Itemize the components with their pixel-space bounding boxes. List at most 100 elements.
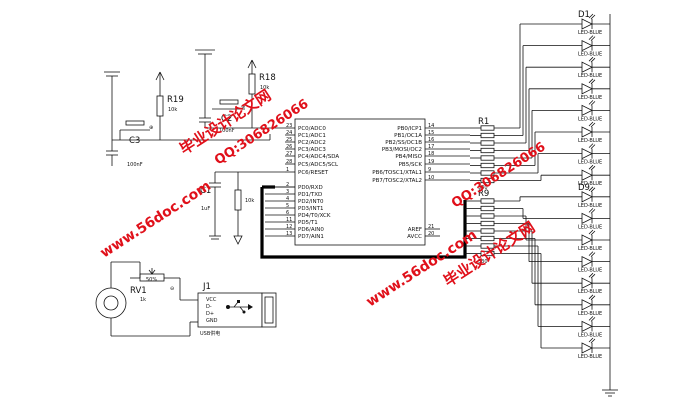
pushbutton-1: ⊕ [119, 120, 153, 140]
mcu-left-pin-num: 26 [286, 144, 292, 150]
mcu-left-pin-name: PD3/INT1 [298, 206, 324, 212]
mcu-right-pin-num: 21 [428, 224, 434, 230]
led-type-label: LED-BLUE [578, 289, 602, 295]
r1-value: 330 [478, 185, 488, 191]
mcu-left-pin-name: PD6/AIN0 [298, 227, 324, 233]
mcu-left-pin-name: PD7/AIN1 [298, 234, 324, 240]
led-triangle [581, 147, 593, 160]
led: LED-BLUE [494, 121, 610, 166]
usb-icon [226, 300, 253, 314]
led: LED-BLUE [494, 100, 610, 159]
mcu-right-pin-name: AVCC [407, 234, 422, 240]
mcu-right-pin-name: PB5/SCK [399, 162, 423, 168]
mcu-left-pin-num: 6 [286, 210, 289, 216]
mcu-right-pin-num: 20 [428, 231, 434, 237]
mcu-right-pin-num: 15 [428, 130, 434, 136]
capacitor-c2: C2 100nF [199, 110, 235, 134]
mcu-left-pin-name: PD1/TXD [298, 192, 322, 198]
mcu-right-pin-name: AREF [408, 227, 422, 233]
mcu-left-pin-name: PD5/T1 [298, 220, 318, 226]
array-resistor [480, 205, 495, 212]
led-type-label: LED-BLUE [578, 311, 602, 317]
led-triangle [581, 126, 593, 138]
led-type-label: LED-BLUE [578, 181, 602, 187]
mcu-left-pin-num: 24 [286, 130, 292, 136]
led-ref-d1: D1 [578, 10, 590, 20]
input-network: C3 100nF ⊕ R19 10k ⊕ [104, 49, 285, 168]
led-triangle [581, 61, 593, 73]
mcu-left-pin-num: 3 [286, 189, 289, 195]
mcu-left-pin-name: PC4/ADC4/SDA [298, 154, 339, 160]
led-triangle [581, 255, 593, 268]
r19-ref: R19 [167, 95, 184, 105]
mcu-right-pin-name: PB2/SS/OC1B [385, 140, 422, 146]
mcu-left-pin-name: PC0/ADC0 [298, 126, 326, 132]
led-type-label: LED-BLUE [578, 354, 602, 360]
led-triangle [581, 299, 593, 311]
led-triangle [581, 39, 593, 52]
mcu-left-pin-num: 12 [286, 224, 292, 230]
c1-ref: C1 [200, 186, 211, 196]
led-triangle [581, 234, 593, 246]
svg-text:⊕: ⊕ [149, 125, 153, 131]
mcu-left-pin-num: 27 [286, 151, 292, 157]
led: LED-BLUE [494, 208, 610, 230]
mcu-right-pins: 14PB0/ICP115PB1/OC1A16PB2/SS/OC1B17PB3/M… [372, 123, 470, 240]
led-triangle [581, 169, 593, 181]
resistor-r19: R19 10k [156, 72, 184, 140]
led-ref-d9: D9 [578, 183, 590, 193]
svg-text:⊖: ⊖ [170, 286, 174, 292]
led-type-label: LED-BLUE [578, 116, 602, 122]
led-type-label: LED-BLUE [578, 332, 602, 338]
mcu-left-pin-num: 1 [286, 167, 289, 173]
mcu-left-pin-num: 28 [286, 159, 292, 165]
mcu-right-pin-num: 19 [428, 159, 434, 165]
array-resistor [480, 220, 495, 227]
watermark-site-left: www.56doc.com [97, 178, 213, 261]
array-resistor [480, 213, 495, 219]
led-triangle [581, 83, 593, 95]
c3-ref: C3 [129, 136, 140, 146]
led: LED-BLUE [494, 143, 610, 174]
led: LED-BLUE D1 [494, 10, 610, 129]
array-resistor [480, 140, 495, 146]
array-resistor [480, 147, 495, 154]
mcu-left-pin-num: 23 [286, 123, 292, 129]
array-resistor [480, 235, 495, 242]
led: LED-BLUE [494, 164, 610, 187]
mcu-left-pin-num: 25 [286, 137, 292, 143]
led-triangle [581, 104, 593, 117]
led-type-label: LED-BLUE [578, 268, 602, 274]
pushbutton-2: ⊕ [212, 99, 245, 110]
mcu-left-pin-name: PD4/T0/XCK [298, 213, 331, 219]
led: LED-BLUE [494, 78, 610, 151]
led-triangle [581, 18, 593, 30]
j1-pin-dminus: D- [206, 304, 212, 310]
mcu-left-pin-num: 2 [286, 182, 289, 188]
potentiometer-rv1: 50% RV1 1k ⊖ [130, 268, 180, 303]
led-type-label: LED-BLUE [578, 52, 602, 58]
c3-value: 100nF [127, 162, 143, 168]
mcu-left-pin-name: PC6/RESET [298, 170, 329, 176]
svg-text:⊕: ⊕ [241, 104, 245, 110]
rv1-ref: RV1 [130, 286, 147, 296]
r19-value: 10k [168, 107, 177, 113]
led-type-label: LED-BLUE [578, 30, 602, 36]
led-triangle [581, 277, 593, 289]
mcu-left-pin-name: PD0/RXD [298, 185, 323, 191]
r9-value: 330 [478, 259, 488, 265]
mcu-right-pin-name: PB6/TOSC1/XTAL1 [372, 170, 422, 176]
usb-connector-j1: J1 VCC D- D+ GND USB供电 [197, 282, 277, 337]
mcu-left-pin-num: 4 [286, 196, 289, 202]
led-ground [602, 14, 618, 397]
led-triangle [581, 320, 593, 333]
mcu-right-pin-name: PB0/ICP1 [397, 126, 422, 132]
array-resistor [480, 132, 495, 139]
resistor-r18: R18 10k [247, 59, 276, 128]
mcu-right-pin-num: 16 [428, 137, 434, 143]
led-type-label: LED-BLUE [578, 95, 602, 101]
